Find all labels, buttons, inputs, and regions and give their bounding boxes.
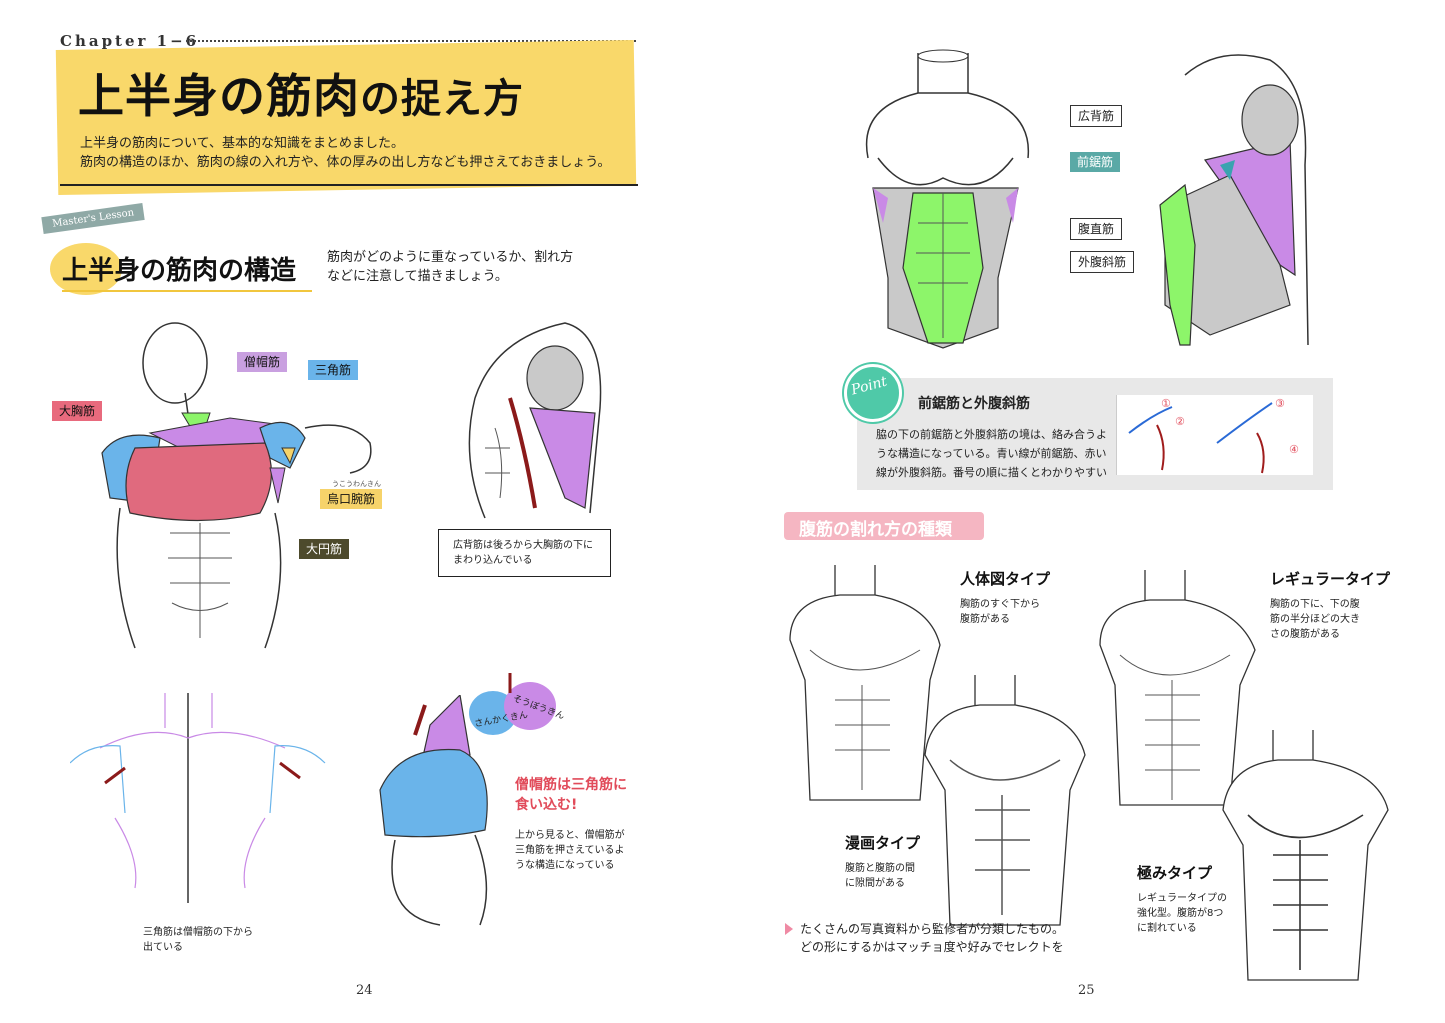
side-torso-illustration [468,322,602,519]
type-desc: 胸筋の下に、下の腹 筋の半分ほどの大き さの腹筋がある [1270,597,1390,642]
type-desc: 胸筋のすぐ下から 腹筋がある [960,597,1050,627]
front-torso-illustration [101,322,372,649]
front-torso-muscles [865,49,1030,349]
type-desc: 腹筋と腹筋の間 に隙間がある [845,861,920,891]
point-diagram: ① ② ③ ④ [1116,395,1313,475]
red-body-line: 三角筋を押さえているよ [515,845,625,856]
label-latissimus: 広背筋 [1070,105,1123,127]
bottom-note: たくさんの写真資料から監修者が分類したもの。 どの形にするかはマッチョ度や好みで… [800,920,1064,956]
type-extreme: 極みタイプ レギュラータイプの 強化型。腹筋が8つ に割れている [1137,862,1227,936]
intro-line: 筋肉の構造のほか、筋肉の線の入れ方や、体の厚みの出し方なども押さえておきましょう… [80,155,611,170]
lesson-underline [62,290,312,292]
lesson-description: 筋肉がどのように重なっているか、割れ方 などに注意して描きましょう。 [327,248,573,286]
speech-bubbles [469,673,556,735]
point-number-1: ① [1161,397,1171,410]
point-heading: 前鋸筋と外腹斜筋 [918,396,1030,412]
label-oblique: 外腹斜筋 [1070,251,1135,273]
lesson-bubble [50,243,122,295]
type-desc-line: 腹筋がある [960,614,1010,625]
title-main: 上半身の筋肉 [78,69,360,123]
bottom-note-line: どの形にするかはマッチョ度や好みでセレクトを [800,940,1064,954]
trapezius-body: 上から見ると、僧帽筋が 三角筋を押さえているよ うな構造になっている [515,828,625,873]
lesson-desc-line: 筋肉がどのように重なっているか、割れ方 [327,250,574,265]
point-body-line: 線が外腹斜筋。番号の順に描くとわかりやすい [876,466,1107,479]
point-body-line: うな構造になっている。青い線が前鋸筋、赤い [876,447,1107,460]
lesson-title: 上半身の筋肉の構造 [62,256,297,286]
torso-type-3 [924,675,1086,926]
intro-line: 上半身の筋肉について、基本的な知識をまとめました。 [80,136,404,151]
page-number-left: 24 [356,983,373,998]
label-pectoralis: 大胸筋 [52,401,103,421]
type-manga: 漫画タイプ 腹筋と腹筋の間 に隙間がある [845,832,920,891]
type-desc: レギュラータイプの 強化型。腹筋が8つ に割れている [1137,891,1227,936]
type-desc-line: に隙間がある [845,878,905,889]
point-number-2: ② [1175,415,1185,428]
type-desc-line: レギュラータイプの [1137,893,1227,904]
callout-line: まわり込んでいる [453,555,533,566]
red-body-line: うな構造になっている [515,860,615,871]
type-name: レギュラータイプ [1270,570,1391,588]
page-number-right: 25 [1078,983,1095,998]
title-tail: の捉え方 [360,76,524,122]
bottom-note-line: たくさんの写真資料から監修者が分類したもの。 [800,922,1065,936]
back-note-line: 三角筋は僧帽筋の下から [143,927,253,938]
type-desc-line: 胸筋のすぐ下から [960,599,1040,610]
type-desc-line: さの腹筋がある [1270,629,1340,640]
abs-heading-bg [784,512,984,540]
torso-type-2 [1099,570,1256,806]
red-heading-line: 食い込む! [515,797,578,813]
back-note-line: 出ている [143,942,183,953]
intro-text: 上半身の筋肉について、基本的な知識をまとめました。 筋肉の構造のほか、筋肉の線の… [80,134,611,172]
label-trapezius: 僧帽筋 [237,352,288,372]
type-name: 人体図タイプ [960,570,1051,588]
point-body: 脇の下の前鋸筋と外腹斜筋の境は、絡み合うよ うな構造になっている。青い線が前鋸筋… [876,425,1107,482]
callout-line: 広背筋は後ろから大胸筋の下に [453,540,593,551]
red-heading-line: 僧帽筋は三角筋に [515,777,627,793]
side-torso-muscles [1159,54,1309,346]
point-badge [844,364,902,422]
label-teres-major: 大円筋 [299,539,350,559]
label-coracobrachialis: 烏口腕筋 [320,489,383,509]
label-deltoid: 三角筋 [308,360,359,380]
type-regular: レギュラータイプ 胸筋の下に、下の腹 筋の半分ほどの大き さの腹筋がある [1270,568,1390,642]
label-rectus: 腹直筋 [1070,218,1123,240]
label-coracobrachialis-ruby: うこうわんきん [332,480,381,488]
red-body-line: 上から見ると、僧帽筋が [515,830,625,841]
type-desc-line: 筋の半分ほどの大き [1270,614,1360,625]
type-name: 漫画タイプ [845,834,921,852]
type-desc-line: 胸筋の下に、下の腹 [1270,599,1360,610]
page-title: 上半身の筋肉の捉え方 [78,60,524,126]
type-name: 極みタイプ [1137,864,1213,882]
chapter-dotted-rule [186,40,636,42]
torso-type-1 [789,565,941,801]
type-desc-line: 強化型。腹筋が8つ [1137,908,1224,919]
title-rule [60,184,638,186]
type-desc-line: 腹筋と腹筋の間 [845,863,915,874]
point-body-line: 脇の下の前鋸筋と外腹斜筋の境は、絡み合うよ [876,428,1107,441]
point-number-3: ③ [1275,397,1285,410]
type-anatomy: 人体図タイプ 胸筋のすぐ下から 腹筋がある [960,568,1050,627]
back-view-illustration [70,693,326,903]
shoulder-closeup-illustration [379,695,488,926]
lesson-tag: Master's Lesson [41,202,146,235]
point-number-4: ④ [1289,443,1299,456]
label-serratus: 前鋸筋 [1070,152,1121,172]
trapezius-heading: 僧帽筋は三角筋に 食い込む! [515,775,627,815]
abs-heading: 腹筋の割れ方の種類 [799,520,952,540]
torso-type-4 [1222,730,1389,981]
latissimus-callout: 広背筋は後ろから大胸筋の下に まわり込んでいる [438,529,611,577]
pink-triangle-icon [785,923,793,935]
lesson-desc-line: などに注意して描きましょう。 [327,269,508,284]
back-note: 三角筋は僧帽筋の下から 出ている [143,925,253,955]
type-desc-line: に割れている [1137,923,1197,934]
chapter-label: Chapter 1−6 [60,32,200,50]
point-strokes [1128,402,1273,474]
